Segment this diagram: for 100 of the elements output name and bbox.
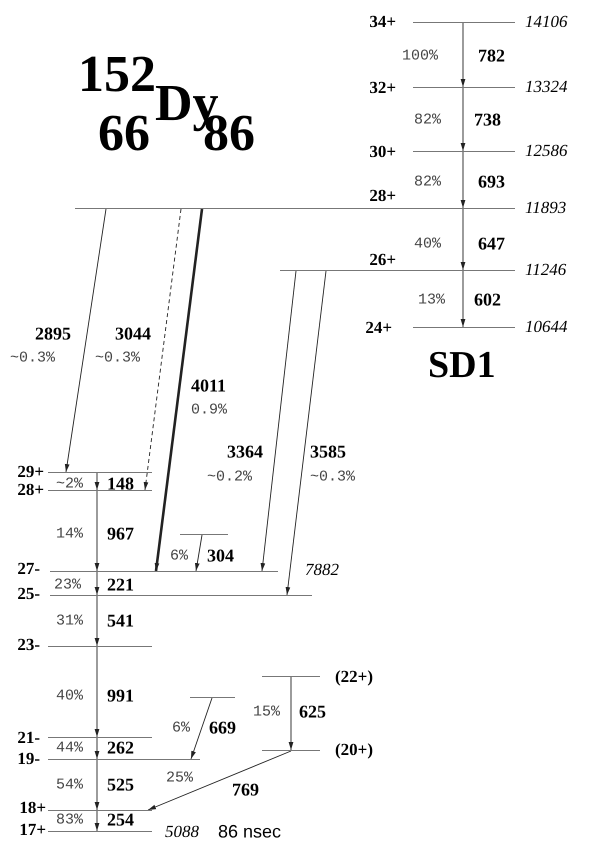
intensity-label: 54%	[56, 776, 84, 794]
energy-level-line	[48, 759, 200, 760]
intensity-label: 100%	[402, 48, 438, 64]
spin-label: 23-	[17, 635, 40, 655]
band-label: SD1	[428, 343, 496, 387]
intensity-label: 14%	[56, 526, 84, 542]
gamma-energy-label: 602	[474, 290, 501, 310]
energy-level-line	[413, 327, 515, 328]
level-energy: 11893	[525, 198, 566, 218]
intensity-label: 23%	[54, 576, 82, 594]
intensity-label: 6%	[170, 548, 188, 564]
spin-label: 30+	[369, 142, 396, 162]
transition-arrow	[94, 760, 100, 810]
gamma-energy-label: 3364	[227, 442, 263, 462]
intensity-label: 6%	[172, 720, 190, 736]
energy-level-line	[48, 490, 152, 491]
gamma-energy-label: 647	[478, 234, 505, 254]
intensity-label: 25%	[166, 770, 194, 786]
spin-label: 21-	[17, 728, 40, 748]
spin-label: 28+	[369, 186, 396, 206]
intensity-label: 82%	[414, 174, 442, 190]
transition-arrow	[144, 208, 182, 490]
intensity-label: 15%	[253, 704, 280, 720]
spin-label: 25-	[17, 584, 40, 604]
spin-label: 24+	[365, 318, 392, 338]
spin-label: 28+	[17, 480, 44, 500]
intensity-label: 82%	[414, 112, 442, 128]
gamma-energy-label: 669	[209, 718, 236, 738]
transition-arrow	[94, 810, 100, 832]
energy-level-line	[180, 534, 228, 535]
energy-level-line	[48, 810, 152, 811]
gamma-energy-label: 525	[107, 774, 134, 796]
spin-label: 27-	[17, 559, 40, 579]
gamma-energy-label: 304	[207, 546, 234, 566]
gamma-energy-label: 254	[107, 810, 134, 830]
spin-label: 17+	[19, 820, 46, 840]
gamma-energy-label: 221	[107, 574, 134, 596]
energy-level-line	[280, 270, 515, 271]
transition-arrow	[148, 750, 292, 810]
intensity-label: 13%	[418, 292, 446, 308]
intensity-label: ~0.3%	[10, 350, 56, 366]
transition-arrow	[288, 676, 294, 750]
gamma-energy-label: 3585	[310, 442, 346, 462]
transition-arrow	[194, 534, 202, 572]
level-energy: 12586	[525, 141, 568, 161]
energy-level-line	[413, 151, 515, 152]
spin-label: (22+)	[335, 667, 374, 687]
intensity-label: 83%	[56, 812, 84, 828]
transition-arrow	[94, 596, 100, 646]
gamma-energy-label: 782	[478, 46, 505, 66]
level-energy: 11246	[525, 260, 566, 280]
transition-arrow	[94, 472, 100, 490]
spin-label: 32+	[369, 78, 396, 98]
transition-arrow	[286, 270, 326, 596]
spin-label: 18+	[19, 798, 46, 818]
energy-level-line	[48, 472, 152, 473]
spin-label: 19-	[17, 749, 40, 769]
transition-arrow	[94, 646, 100, 738]
intensity-label: 31%	[56, 612, 84, 630]
intensity-label: ~0.3%	[95, 350, 140, 366]
spin-label: 34+	[369, 12, 396, 32]
intensity-label: 40%	[56, 688, 84, 704]
transition-arrow	[460, 152, 466, 208]
transition-arrow	[460, 22, 466, 88]
transition-arrow	[460, 270, 466, 328]
energy-level-line	[75, 208, 515, 209]
gamma-energy-label: 541	[107, 610, 134, 632]
level-energy: 13324	[525, 77, 568, 97]
transition-arrow	[64, 208, 106, 472]
gamma-energy-label: 625	[299, 702, 326, 722]
gamma-energy-label: 967	[107, 524, 134, 544]
spin-label: 26+	[369, 250, 396, 270]
transition-arrow	[260, 270, 296, 572]
transition-arrow	[94, 490, 100, 572]
energy-level-line	[48, 646, 152, 647]
gamma-energy-label: 3044	[115, 324, 151, 344]
energy-level-line	[190, 697, 235, 698]
energy-level-line	[50, 595, 312, 596]
energy-level-line	[50, 571, 278, 572]
gamma-energy-label: 991	[107, 686, 134, 706]
spin-label: (20+)	[335, 740, 374, 760]
intensity-label: ~0.3%	[310, 468, 356, 486]
gamma-energy-label: 693	[478, 172, 505, 192]
transition-arrow	[94, 572, 100, 596]
gamma-energy-label: 4011	[191, 376, 226, 396]
energy-level-line	[413, 87, 515, 88]
energy-level-line	[48, 831, 152, 832]
gamma-energy-label: 262	[107, 738, 134, 758]
proton-number: 66	[98, 104, 150, 163]
intensity-label: ~0.2%	[207, 468, 252, 486]
mass-number: 152	[78, 45, 156, 103]
energy-level-line	[48, 737, 152, 738]
level-energy: 14106	[525, 12, 568, 32]
transition-arrow	[460, 88, 466, 152]
gamma-energy-label: 148	[107, 474, 134, 494]
energy-level-line	[262, 750, 320, 751]
intensity-label: 0.9%	[191, 402, 228, 418]
transition-arrow	[460, 208, 466, 270]
gamma-energy-label: 769	[232, 780, 259, 800]
energy-level-line	[262, 676, 320, 677]
